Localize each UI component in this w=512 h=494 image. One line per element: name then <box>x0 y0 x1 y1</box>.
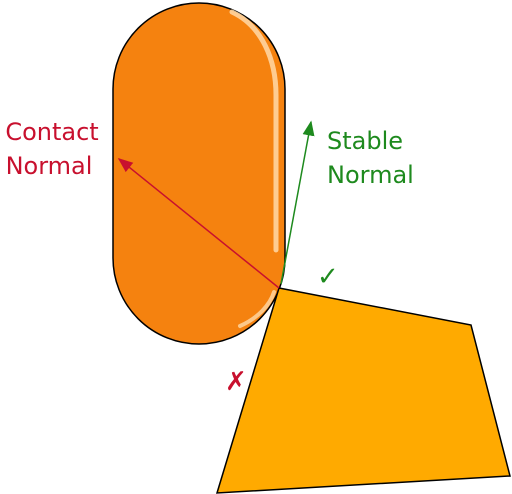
capsule-highlight-bottom <box>238 290 276 328</box>
capsule-shape <box>112 2 286 345</box>
stable-normal-label-line1: Stable <box>327 127 403 155</box>
polygon-shape <box>215 287 511 494</box>
cross-mark-icon: ✗ <box>225 367 247 397</box>
contact-normal-arrow <box>117 158 280 289</box>
contact-normal-label-line2: Normal <box>6 152 93 180</box>
capsule-highlight <box>229 9 279 253</box>
contact-normal-label-line1: Contact <box>5 118 98 146</box>
stable-normal-label-line2: Normal <box>327 161 414 189</box>
check-mark-icon: ✓ <box>317 262 339 292</box>
stable-normal-arrow <box>280 120 315 285</box>
